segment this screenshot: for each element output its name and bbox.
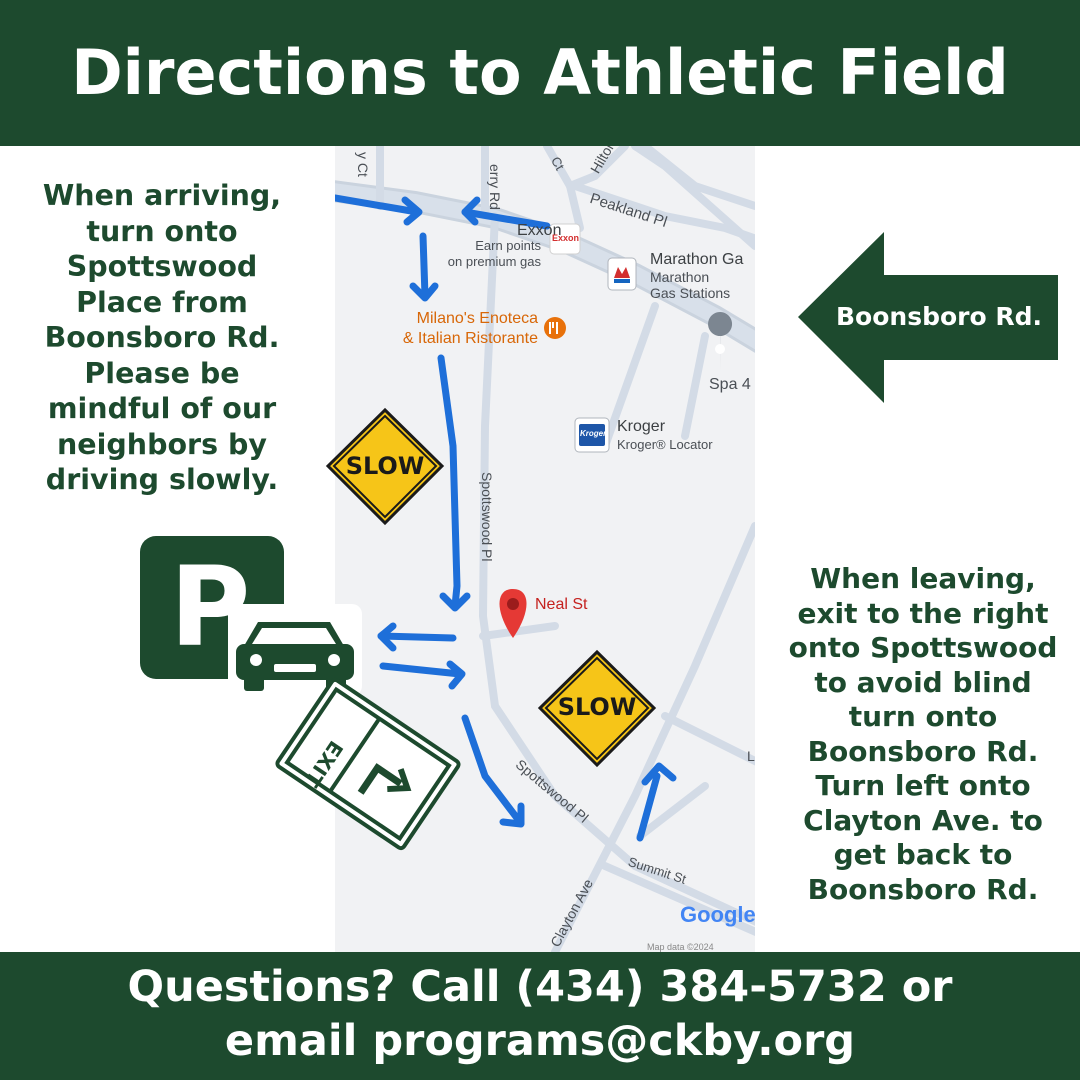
parking-letter: P (169, 543, 251, 671)
arrival-instructions: When arriving, turn onto Spottswood Plac… (28, 178, 296, 498)
exxon-logo-text: Exxon (552, 233, 580, 243)
page-title: Directions to Athletic Field (71, 36, 1009, 109)
slow-sign-icon (537, 649, 657, 768)
poi-sub: Marathon (650, 269, 710, 285)
footer-phone: Questions? Call (434) 384-5732 or (127, 962, 953, 1012)
poi-sub: Earn points (475, 238, 541, 253)
poi-name: Marathon Ga (650, 251, 744, 268)
instruction-line: When arriving, (42, 179, 282, 212)
instruction-line: Spottswood (66, 250, 258, 283)
instruction-line: driving slowly. (45, 463, 279, 496)
location-pin-icon (499, 589, 527, 638)
footer-banner: Questions? Call (434) 384-5732 or email … (0, 952, 1080, 1080)
instruction-line: get back to (833, 838, 1013, 871)
title-banner: Directions to Athletic Field (0, 0, 1080, 146)
instruction-line: Boonsboro Rd. (807, 872, 1039, 906)
instruction-line: Boonsboro Rd. (807, 734, 1039, 768)
poi-name: & Italian Ristorante (402, 330, 538, 347)
poi-sub: Gas Stations (650, 285, 731, 301)
exit-sign-icon (275, 677, 461, 851)
google-logo: Google (680, 902, 755, 927)
instruction-line: mindful of our (47, 392, 277, 425)
instruction-line: Turn left onto (815, 769, 1031, 802)
instruction-line: Please be (84, 356, 240, 390)
poi-name: Spa 4 (709, 376, 751, 393)
slow-sign-label: SLOW (345, 452, 425, 480)
instruction-line: onto Spottswood (788, 631, 1058, 664)
poi-name: Exxon (517, 222, 562, 239)
spa-pin-icon (708, 312, 733, 372)
departure-instructions: When leaving, exit to the right onto Spo… (778, 562, 1068, 907)
map-roads (335, 146, 755, 952)
route-lines (335, 194, 677, 842)
instruction-line: neighbors by (57, 427, 267, 461)
instruction-line: Place from (76, 285, 248, 319)
boonsboro-arrow-label: Boonsboro Rd. (835, 302, 1042, 331)
poi-sub: on premium gas (447, 254, 541, 269)
kroger-logo-text: Kroger (580, 429, 607, 438)
footer-email[interactable]: email programs@ckby.org (224, 1016, 856, 1066)
map-data-credit: Map data ©2024 (647, 942, 714, 952)
slow-sign-icon (325, 407, 445, 526)
car-icon (228, 604, 362, 696)
poi-name: Kroger (617, 418, 666, 435)
instruction-line: to avoid blind (814, 665, 1032, 699)
instruction-line: turn onto (86, 214, 238, 248)
slow-sign-label: SLOW (557, 693, 637, 721)
instruction-line: When leaving, (810, 562, 1036, 595)
instruction-line: turn onto (848, 700, 998, 733)
exxon-logo-icon (549, 223, 581, 255)
instruction-line: Clayton Ave. to (803, 803, 1043, 837)
instruction-line: exit to the right (797, 596, 1049, 630)
poi-name: Milano's Enoteca (416, 310, 538, 327)
poi-name: Neal St (535, 596, 588, 613)
map[interactable]: y Ct erry Rd Ct Hilton Peakland Pl Exxon… (335, 146, 755, 952)
street-label: L (747, 748, 755, 764)
poi-sub: Kroger® Locator (617, 437, 713, 452)
instruction-line: Boonsboro Rd. (44, 321, 280, 354)
boonsboro-arrow-icon (798, 232, 1058, 403)
